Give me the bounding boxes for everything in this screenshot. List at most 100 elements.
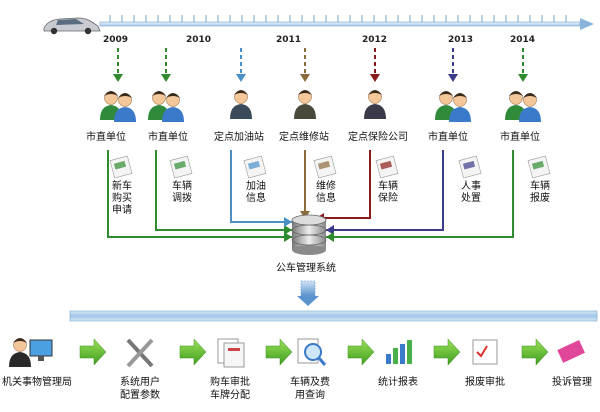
connector-lines	[107, 48, 528, 242]
hair	[298, 90, 312, 95]
document-mark	[113, 160, 127, 170]
year-label: 2011	[276, 35, 302, 45]
doc-label: 人事 处置	[461, 181, 481, 204]
document-mark	[462, 160, 476, 170]
bar	[400, 344, 405, 364]
car-icon	[43, 17, 101, 35]
hair	[523, 93, 537, 98]
arrow-head-icon	[113, 74, 123, 82]
arrow-head-icon	[284, 225, 292, 235]
body	[294, 104, 316, 119]
doc-label: 加油 信息	[246, 181, 266, 204]
document-icon	[243, 155, 267, 179]
document-icon	[458, 155, 482, 179]
document-mark	[379, 160, 393, 170]
process-arrows	[79, 338, 549, 366]
checklist-icon	[472, 339, 498, 365]
arrow-head-icon	[284, 217, 292, 227]
process-label: 机关事物管理局	[2, 377, 72, 388]
node-label: 定点加油站	[214, 132, 264, 143]
body	[364, 104, 386, 119]
screwdriver	[126, 338, 154, 368]
process-label: 统计报表	[378, 377, 418, 388]
flow-line	[316, 150, 371, 219]
document-mark	[531, 160, 545, 170]
document-mark	[247, 160, 261, 170]
people-icon	[148, 91, 184, 122]
arrow-head-icon	[161, 74, 171, 82]
process-arrow-icon	[79, 338, 107, 366]
chart-icon	[386, 340, 412, 364]
process-arrow-icon	[521, 338, 549, 366]
bar	[386, 354, 391, 364]
arrow-head-icon	[518, 74, 528, 82]
doc-label: 车辆 保险	[378, 181, 398, 204]
hair	[368, 90, 382, 95]
body	[230, 104, 252, 119]
hair	[104, 91, 118, 96]
person-icon	[230, 90, 252, 119]
doc-label: 车辆 调拨	[172, 181, 192, 204]
sheet-line	[228, 348, 240, 351]
document-icon	[375, 155, 399, 179]
document-icon	[109, 155, 133, 179]
process-label: 购车审批 车牌分配	[210, 377, 250, 401]
flow-line	[107, 150, 292, 238]
center-label: 公车管理系统	[276, 263, 336, 274]
process-label: 报废审批	[465, 377, 505, 388]
lens	[304, 343, 322, 361]
node-label: 市直单位	[148, 132, 188, 143]
process-arrow-icon	[347, 338, 375, 366]
admin-computer-icon	[9, 338, 53, 367]
body	[114, 107, 136, 122]
body	[9, 352, 31, 367]
check-mark	[476, 345, 488, 358]
timeline-bar	[99, 15, 594, 30]
node-label: 定点维修站	[279, 132, 329, 143]
people-icon	[435, 91, 471, 122]
person-icon	[364, 90, 386, 119]
document-icon	[527, 155, 551, 179]
down-arrow-icon	[297, 280, 319, 306]
process-arrow-icon	[265, 338, 293, 366]
flow-line	[230, 150, 292, 223]
arrow-head-icon	[448, 74, 458, 82]
arrow-head-icon	[300, 74, 310, 82]
handle	[317, 357, 327, 366]
hair	[509, 91, 523, 96]
eraser	[557, 340, 585, 363]
body	[449, 107, 471, 122]
year-label: 2014	[510, 35, 536, 45]
monitor-stand	[38, 356, 44, 361]
hair	[234, 90, 248, 95]
document-icon	[169, 155, 193, 179]
monitor	[29, 339, 53, 357]
eraser-icon	[557, 340, 585, 363]
doc-label: 车辆 报废	[530, 181, 550, 204]
search-icon	[297, 338, 327, 366]
process-arrow-icon	[179, 338, 207, 366]
bar	[407, 340, 412, 364]
year-label: 2013	[448, 35, 474, 45]
arrow-head-icon	[370, 74, 380, 82]
sheet	[472, 339, 498, 365]
node-label: 市直单位	[86, 132, 126, 143]
documents-icon	[217, 338, 245, 368]
timeline-ticks	[109, 15, 567, 22]
process-label: 投诉管理	[552, 377, 592, 388]
person-icon	[294, 90, 316, 119]
process-label: 车辆及费 用查询	[290, 377, 330, 401]
people-icon	[505, 91, 541, 122]
document-mark	[173, 160, 187, 170]
arrow-head-icon	[326, 225, 334, 235]
people-icon	[100, 91, 136, 122]
process-label: 系统用户 配置参数	[120, 377, 160, 401]
body	[162, 107, 184, 122]
doc-label: 维修 信息	[316, 181, 336, 204]
tools-icon	[126, 338, 154, 368]
node-label: 市直单位	[428, 132, 468, 143]
process-icons	[9, 338, 585, 368]
arrow-head-icon	[236, 74, 246, 82]
